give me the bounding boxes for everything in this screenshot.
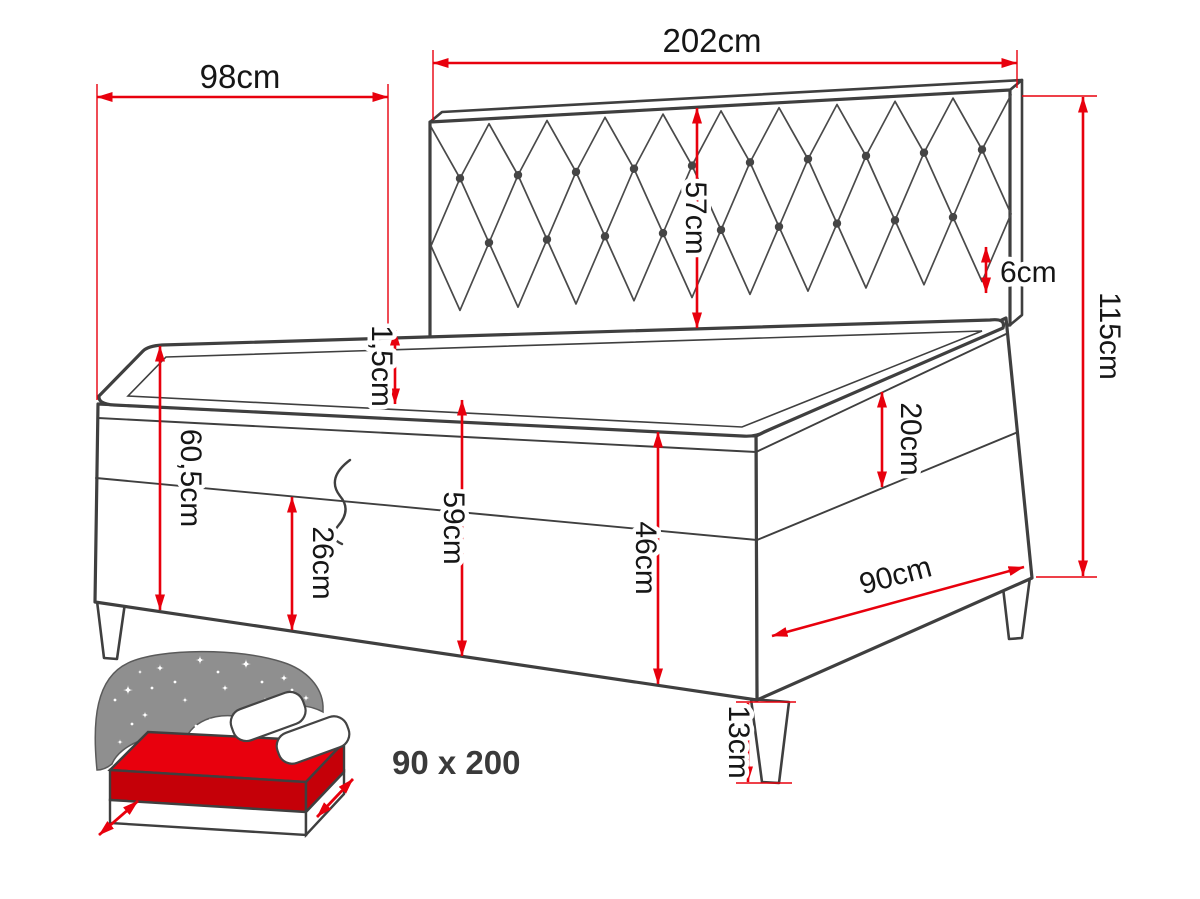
label-headboard-width: 202cm	[662, 22, 761, 59]
length-arrow-icon	[98, 799, 139, 837]
label-leg-height: 13cm	[722, 705, 755, 778]
width-arrow-icon	[315, 778, 355, 818]
leg-front-right	[749, 697, 791, 785]
label-rear-side-height: 60,5cm	[174, 429, 207, 527]
dim-extension-lines	[96, 50, 1097, 784]
label-side-front-height: 59cm	[437, 491, 470, 564]
dimension-labels: 202cm 98cm 57cm 6cm 115cm 1,5cm 20cm 60,…	[170, 18, 1131, 784]
label-side-depth: 98cm	[200, 58, 281, 95]
dim-base-depth-line	[771, 565, 1025, 638]
bed-drawing	[93, 78, 1034, 785]
headboard	[428, 78, 1024, 359]
mattress-piping	[126, 330, 983, 428]
dim-arrow-lines	[96, 58, 1088, 783]
size-thumbnail: 90 x 200	[94, 650, 523, 839]
topper-seam	[97, 333, 1007, 453]
box-seam	[95, 431, 1019, 541]
label-headboard-edge: 6cm	[1000, 256, 1057, 289]
label-topper: 1,5cm	[365, 325, 398, 407]
label-headboard-height: 57cm	[679, 181, 712, 254]
headboard-front	[428, 88, 1012, 359]
label-total-height: 115cm	[1093, 292, 1126, 380]
pillow-icon-2	[275, 715, 351, 765]
blanket-icon	[94, 650, 324, 771]
pillow-icon	[229, 690, 307, 743]
dimension-lines	[96, 50, 1097, 784]
bed-base	[93, 316, 1034, 702]
leg-front-left	[95, 599, 127, 661]
mattress-top-surface	[97, 318, 1006, 438]
size-label: 90 x 200	[392, 744, 520, 781]
label-mattress-height: 20cm	[894, 402, 927, 475]
storage-handle	[332, 458, 352, 546]
headboard-tufting	[430, 94, 1012, 312]
label-storage-height: 26cm	[306, 526, 339, 599]
label-front-height: 46cm	[629, 521, 662, 594]
